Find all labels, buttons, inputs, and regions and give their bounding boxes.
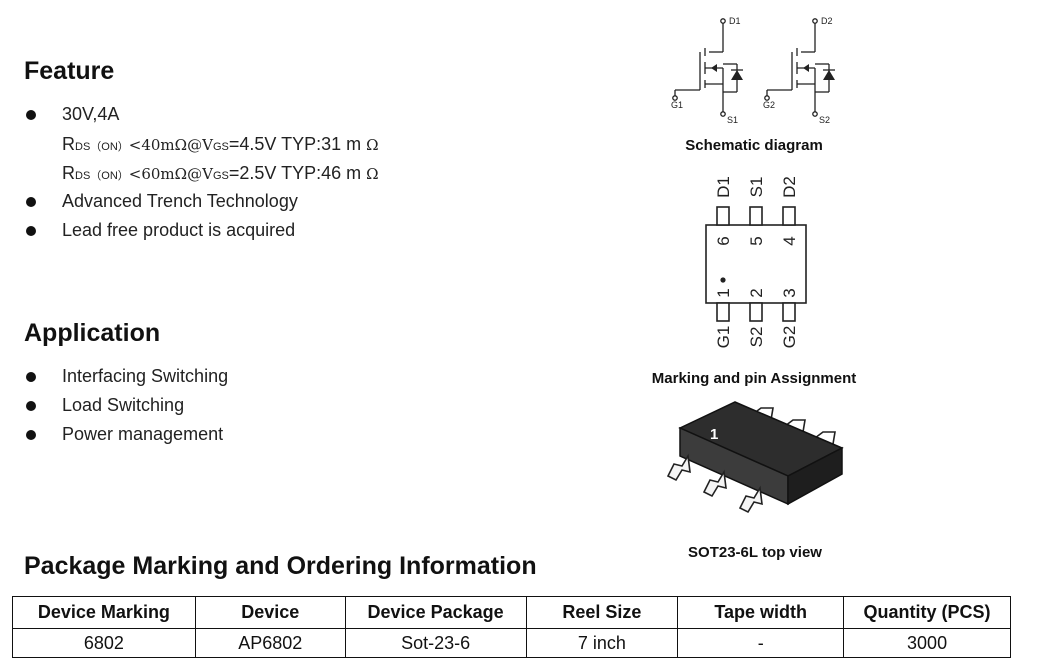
ohm-symbol: Ω [366,136,379,154]
application-item: Interfacing Switching [62,366,229,386]
bullet-icon [26,401,36,411]
pin-label-g2: G2 [763,100,775,110]
package-top-view: 1 [666,401,844,514]
table-cell: 6802 [12,628,196,658]
pin-assignment-caption: Marking and pin Assignment [651,370,857,387]
pin-label-s2: S2 [819,115,830,125]
feature-item-rating: 30V,4A [62,104,120,124]
pin-assignment-diagram: D1 S1 D2 6 5 4 1 2 3 G1 S2 G2 [705,176,807,349]
pin1-dot-icon [720,277,726,283]
rds-condition: =4.5V TYP:31 m [228,134,362,154]
pin-label-d1: D1 [729,16,741,26]
table-cell: 7 inch [525,628,679,658]
rds-symbol: R [62,134,75,154]
rds-subscript: DS（ON） [75,141,129,153]
table-header: Device [194,596,346,629]
package-view-caption: SOT23-6L top view [688,544,822,561]
bullet-icon [26,197,36,207]
vgs-subscript: GS [212,170,229,182]
table-header: Reel Size [525,596,679,629]
package-heading: Package Marking and Ordering Information [24,552,537,580]
ohm-symbol: Ω [174,136,188,154]
table-header: Device Marking [12,596,196,629]
pin-name: S2 [747,327,766,348]
pin-number: 4 [780,236,799,245]
rds-limit: <40m [128,136,175,154]
at-symbol: @V [187,165,213,183]
ohm-symbol: Ω [366,165,379,183]
schematic-caption: Schematic diagram [685,137,823,154]
table-cell: AP6802 [194,628,346,658]
pin-label-d2: D2 [821,16,833,26]
pin-name: D1 [714,176,733,198]
pin-number: 6 [714,236,733,245]
pin-number: 1 [714,288,733,297]
pin-number: 2 [747,288,766,297]
table-header: Tape width [677,596,845,629]
pin-number: 3 [780,288,799,297]
application-heading: Application [24,319,161,347]
rds-subscript: DS（ON） [75,170,129,182]
table-cell: - [677,628,845,658]
table-header-row: Device Marking Device Device Package Ree… [12,596,1011,629]
application-item: Load Switching [62,395,185,415]
pin1-marking: 1 [710,426,718,443]
pin-name: S1 [747,177,766,198]
rds-line-2: RDS（ON）<60mΩ@VGS=2.5V TYP:46 m Ω [62,163,379,184]
bullet-icon [26,110,36,120]
rds-symbol: R [62,163,75,183]
application-item: Power management [62,424,224,444]
pin-number: 5 [747,236,766,245]
pin-name: G2 [780,326,799,349]
pin-name: G1 [714,326,733,349]
table-cell: 3000 [843,628,1011,658]
table-header: Quantity (PCS) [843,596,1011,629]
rds-condition: =2.5V TYP:46 m [228,163,362,183]
rds-line-1: RDS（ON）<40mΩ@VGS=4.5V TYP:31 m Ω [62,134,379,155]
bullet-icon [26,430,36,440]
table-cell: Sot-23-6 [344,628,527,658]
feature-heading: Feature [24,57,115,85]
ordering-table: Device Marking Device Device Package Ree… [12,596,1011,658]
schematic-diagram: D1 S1 G1 D2 S2 G2 [671,16,835,125]
pin-label-s1: S1 [727,115,738,125]
table-row: 6802 AP6802 Sot-23-6 7 inch - 3000 [12,628,1011,658]
at-symbol: @V [187,136,213,154]
bullet-icon [26,226,36,236]
rds-limit: <60m [128,165,175,183]
feature-item-leadfree: Lead free product is acquired [62,220,296,240]
vgs-subscript: GS [212,141,229,153]
pin-name: D2 [780,176,799,198]
pin-label-g1: G1 [671,100,683,110]
feature-item-trench: Advanced Trench Technology [62,191,298,211]
ohm-symbol: Ω [174,165,188,183]
table-header: Device Package [344,596,527,629]
bullet-icon [26,372,36,382]
